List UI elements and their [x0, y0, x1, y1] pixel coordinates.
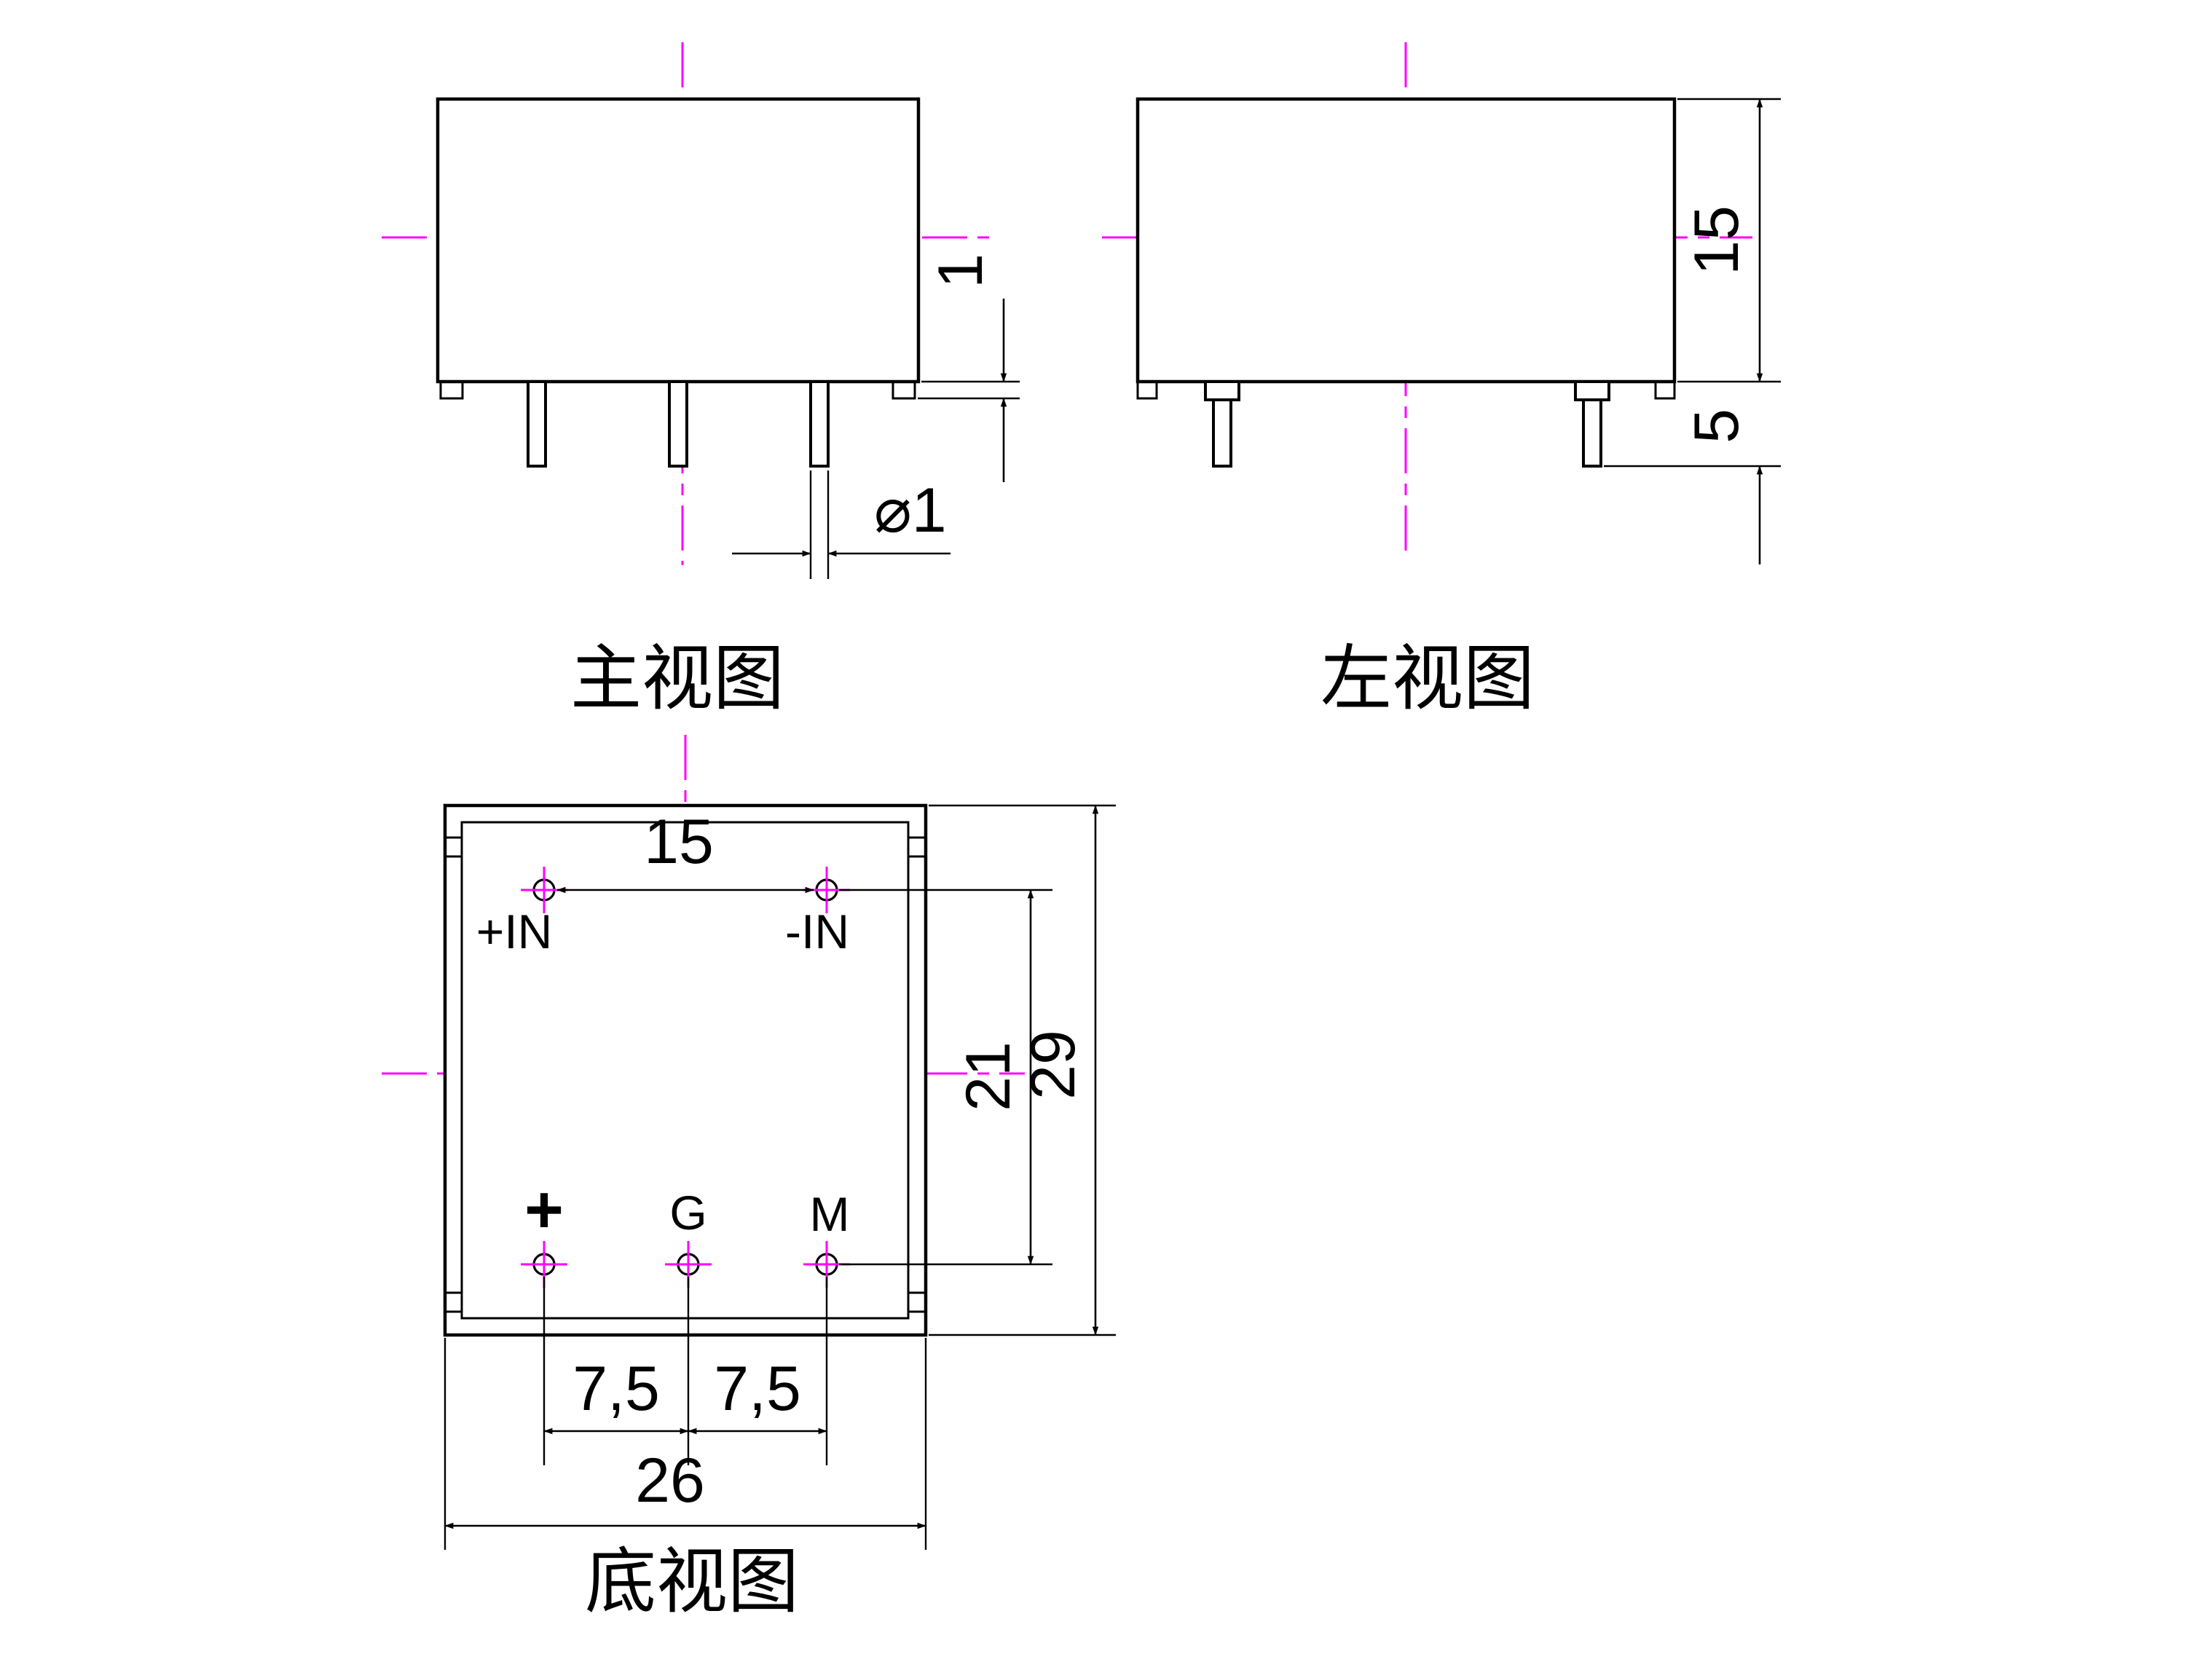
front-standoff-left — [439, 380, 464, 400]
left-view-title: 左视图 — [1320, 638, 1535, 718]
bottom-body-inner-wall — [460, 821, 910, 1320]
bottom-notch-bottom-left — [444, 1291, 463, 1313]
dim-pin-diameter-value: ⌀1 — [874, 476, 947, 545]
dim-row-spacing-value: 21 — [953, 1041, 1023, 1111]
pin-label-out-m: M — [810, 1187, 850, 1241]
pin-label-in-plus: +IN — [476, 905, 553, 958]
dim-body-width-value: 26 — [635, 1446, 705, 1516]
front-pin-1 — [527, 380, 547, 468]
front-view-title: 主视图 — [570, 638, 784, 718]
pin-label-out-plus: + — [524, 1173, 564, 1247]
pin-label-in-minus: -IN — [785, 905, 849, 958]
bottom-body-outline — [443, 803, 928, 1337]
left-pin-base-1 — [1204, 380, 1240, 401]
bottom-dim-row-spacing: 21 — [839, 889, 1052, 1266]
left-view: 15 5 左视图 — [1102, 42, 1781, 718]
front-pin-3 — [809, 380, 830, 468]
bottom-dim-body-length: 29 — [929, 804, 1116, 1336]
left-body-outline — [1135, 97, 1677, 384]
front-body-outline — [436, 97, 921, 384]
dim-body-height-value: 15 — [1682, 205, 1752, 275]
bottom-dim-input-pin-spacing: 15 — [556, 807, 814, 894]
front-view: 1 ⌀1 主视图 — [382, 42, 1020, 718]
left-pin-2 — [1582, 398, 1602, 468]
left-dim-pin-length: 5 — [1604, 409, 1781, 564]
left-pin-1 — [1212, 398, 1232, 468]
front-pin-2 — [668, 380, 688, 468]
left-standoff-left — [1136, 380, 1158, 400]
bottom-notch-top-right — [907, 836, 927, 858]
dim-pin-length-value: 5 — [1682, 409, 1752, 444]
front-dim-standoff-height: 1 — [918, 253, 1020, 482]
dim-pitch-left-value: 7,5 — [572, 1354, 660, 1424]
bottom-notch-bottom-right — [907, 1291, 927, 1313]
dim-standoff-height-value: 1 — [926, 253, 996, 288]
bottom-view: +IN -IN 15 + G M 2 — [382, 735, 1116, 1621]
dim-input-pin-spacing-value: 15 — [644, 807, 714, 877]
bottom-dim-pin-pitch: 7,5 7,5 — [543, 1277, 828, 1465]
left-standoff-right — [1654, 380, 1676, 400]
front-dim-pin-diameter: ⌀1 — [732, 470, 950, 579]
left-dim-body-height: 15 — [1677, 98, 1781, 383]
left-pin-base-2 — [1574, 380, 1610, 401]
bottom-dim-body-width: 26 — [444, 1338, 927, 1550]
bottom-view-title: 底视图 — [585, 1541, 799, 1621]
dim-pitch-right-value: 7,5 — [714, 1354, 801, 1424]
dim-body-length-value: 29 — [1018, 1030, 1088, 1100]
pin-label-out-g: G — [669, 1186, 706, 1240]
bottom-notch-top-left — [444, 836, 463, 858]
front-standoff-right — [892, 380, 916, 400]
